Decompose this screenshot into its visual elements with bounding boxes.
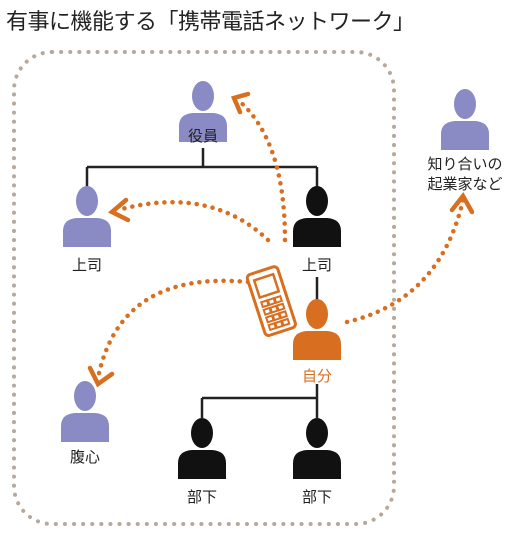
- arrow-to-outside: [344, 197, 466, 325]
- arrowhead-boss-left: [107, 197, 131, 223]
- confidant-label: 腹心: [70, 448, 100, 466]
- boss-left-person-icon: [63, 186, 111, 247]
- boss-right-label: 上司: [302, 256, 332, 274]
- executive-label: 役員: [188, 127, 218, 145]
- diagram-title: 有事に機能する「携帯電話ネットワーク」: [6, 10, 415, 35]
- outside-person-icon: [441, 89, 489, 150]
- mobile-phone-icon: [245, 265, 297, 337]
- self-label: 自分: [302, 367, 332, 385]
- outside-label-line1: 知り合いの: [427, 155, 502, 173]
- subordinate-left-person-icon: [178, 418, 226, 479]
- arrow-to-executive: [235, 97, 288, 243]
- arrowhead-outside: [449, 191, 475, 215]
- boss-right-person-icon: [293, 186, 341, 247]
- confidant-person-icon: [61, 381, 109, 442]
- subordinate-left-label: 部下: [187, 488, 217, 506]
- arrowhead-confidant: [87, 365, 115, 388]
- arrow-to-confidant: [95, 278, 251, 381]
- call-arrows: [87, 91, 475, 388]
- self-person-icon: [293, 299, 341, 360]
- outside-label-line2: 起業家など: [427, 175, 502, 193]
- subordinate-right-person-icon: [293, 418, 341, 479]
- arrowhead-executive: [230, 91, 251, 115]
- boss-left-label: 上司: [72, 256, 102, 274]
- arrow-to-boss-left: [115, 199, 271, 243]
- subordinate-right-label: 部下: [302, 488, 332, 506]
